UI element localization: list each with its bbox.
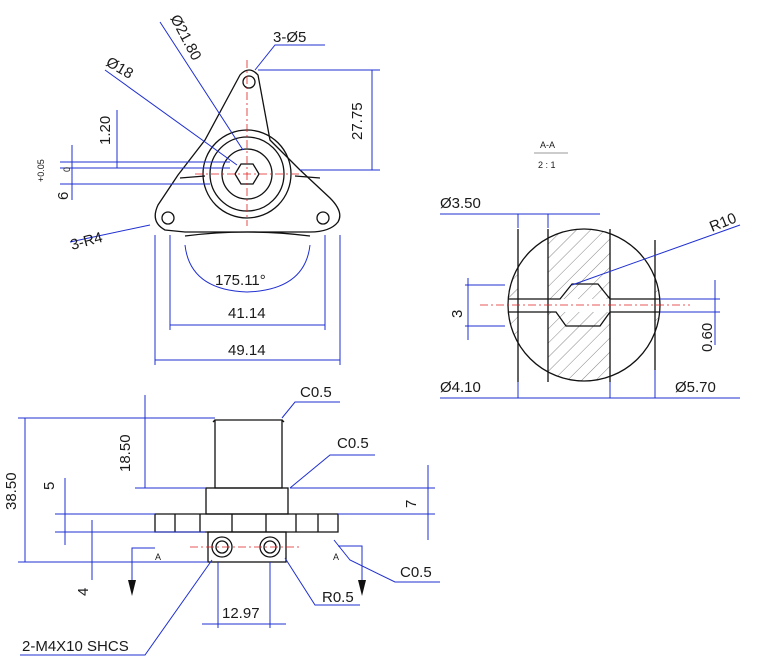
tol-lower: 0 [62, 167, 72, 172]
top-view: 3-Ø5 Ø21.80 Ø18 27.75 1.20 +0.05 0 6 3-R… [36, 12, 380, 365]
section-mark-right: A [333, 552, 339, 562]
height-27: 27.75 [349, 102, 366, 140]
section-arrow-left [128, 580, 136, 596]
spacing: 12.97 [222, 605, 260, 622]
chamfer-right: C0.5 [400, 564, 432, 581]
hole-count-dia: 3-Ø5 [273, 29, 306, 46]
radius: R10 [707, 210, 739, 236]
chamfer-mid: C0.5 [337, 435, 369, 452]
front-dim-lines [18, 395, 440, 656]
section-title: A-A [540, 140, 555, 150]
section-slot-left [518, 229, 548, 381]
dia-570: Ø5.70 [675, 379, 716, 396]
flange [154, 513, 339, 533]
top-view-inner-edge [179, 175, 321, 179]
chamfer-top: C0.5 [300, 384, 332, 401]
section-slot-right [610, 229, 655, 381]
section-profile [508, 229, 660, 382]
height-1850: 18.50 [117, 434, 134, 472]
angle: 175.11° [215, 272, 266, 289]
tol-upper: +0.05 [36, 159, 46, 182]
dim-5: 5 [41, 482, 58, 490]
dim-lines-top [60, 21, 380, 365]
section-arrow-right [358, 580, 366, 596]
dia-410: Ø4.10 [440, 379, 481, 396]
section-view: A-A 2 : 1 Ø3.50 R10 3 0.60 Ø4.10 Ø5.70 [440, 140, 741, 399]
fillet: R0.5 [322, 589, 354, 606]
width-41: 41.14 [228, 305, 266, 322]
collar [205, 487, 289, 515]
dia-350: Ø3.50 [440, 195, 481, 212]
dim-060: 0.60 [699, 323, 716, 352]
front-view: C0.5 C0.5 C0.5 18.50 38.50 5 7 4 A A R0.… [3, 384, 440, 656]
top-view-outline [154, 69, 341, 233]
section-dim-lines [440, 213, 741, 399]
screws: 2-M4X10 SHCS [22, 638, 129, 655]
top-hole [242, 75, 256, 89]
offset-120: 1.20 [97, 116, 114, 145]
shaft-outline [212, 419, 285, 489]
dim-7: 7 [403, 500, 420, 508]
dim-4: 4 [75, 588, 92, 596]
inner-dia: Ø18 [103, 54, 136, 83]
width-49: 49.14 [228, 342, 266, 359]
dim-6: 6 [55, 192, 72, 200]
top-view-bottom-arc [184, 231, 311, 237]
corner-radius: 3-R4 [69, 229, 105, 254]
bore-dia: Ø21.80 [166, 12, 204, 63]
dim-3: 3 [449, 310, 466, 318]
left-hole [161, 211, 175, 225]
right-hole [316, 211, 330, 225]
section-mark-left: A [155, 552, 161, 562]
height-3850: 38.50 [3, 472, 20, 510]
section-scale: 2 : 1 [538, 160, 556, 170]
